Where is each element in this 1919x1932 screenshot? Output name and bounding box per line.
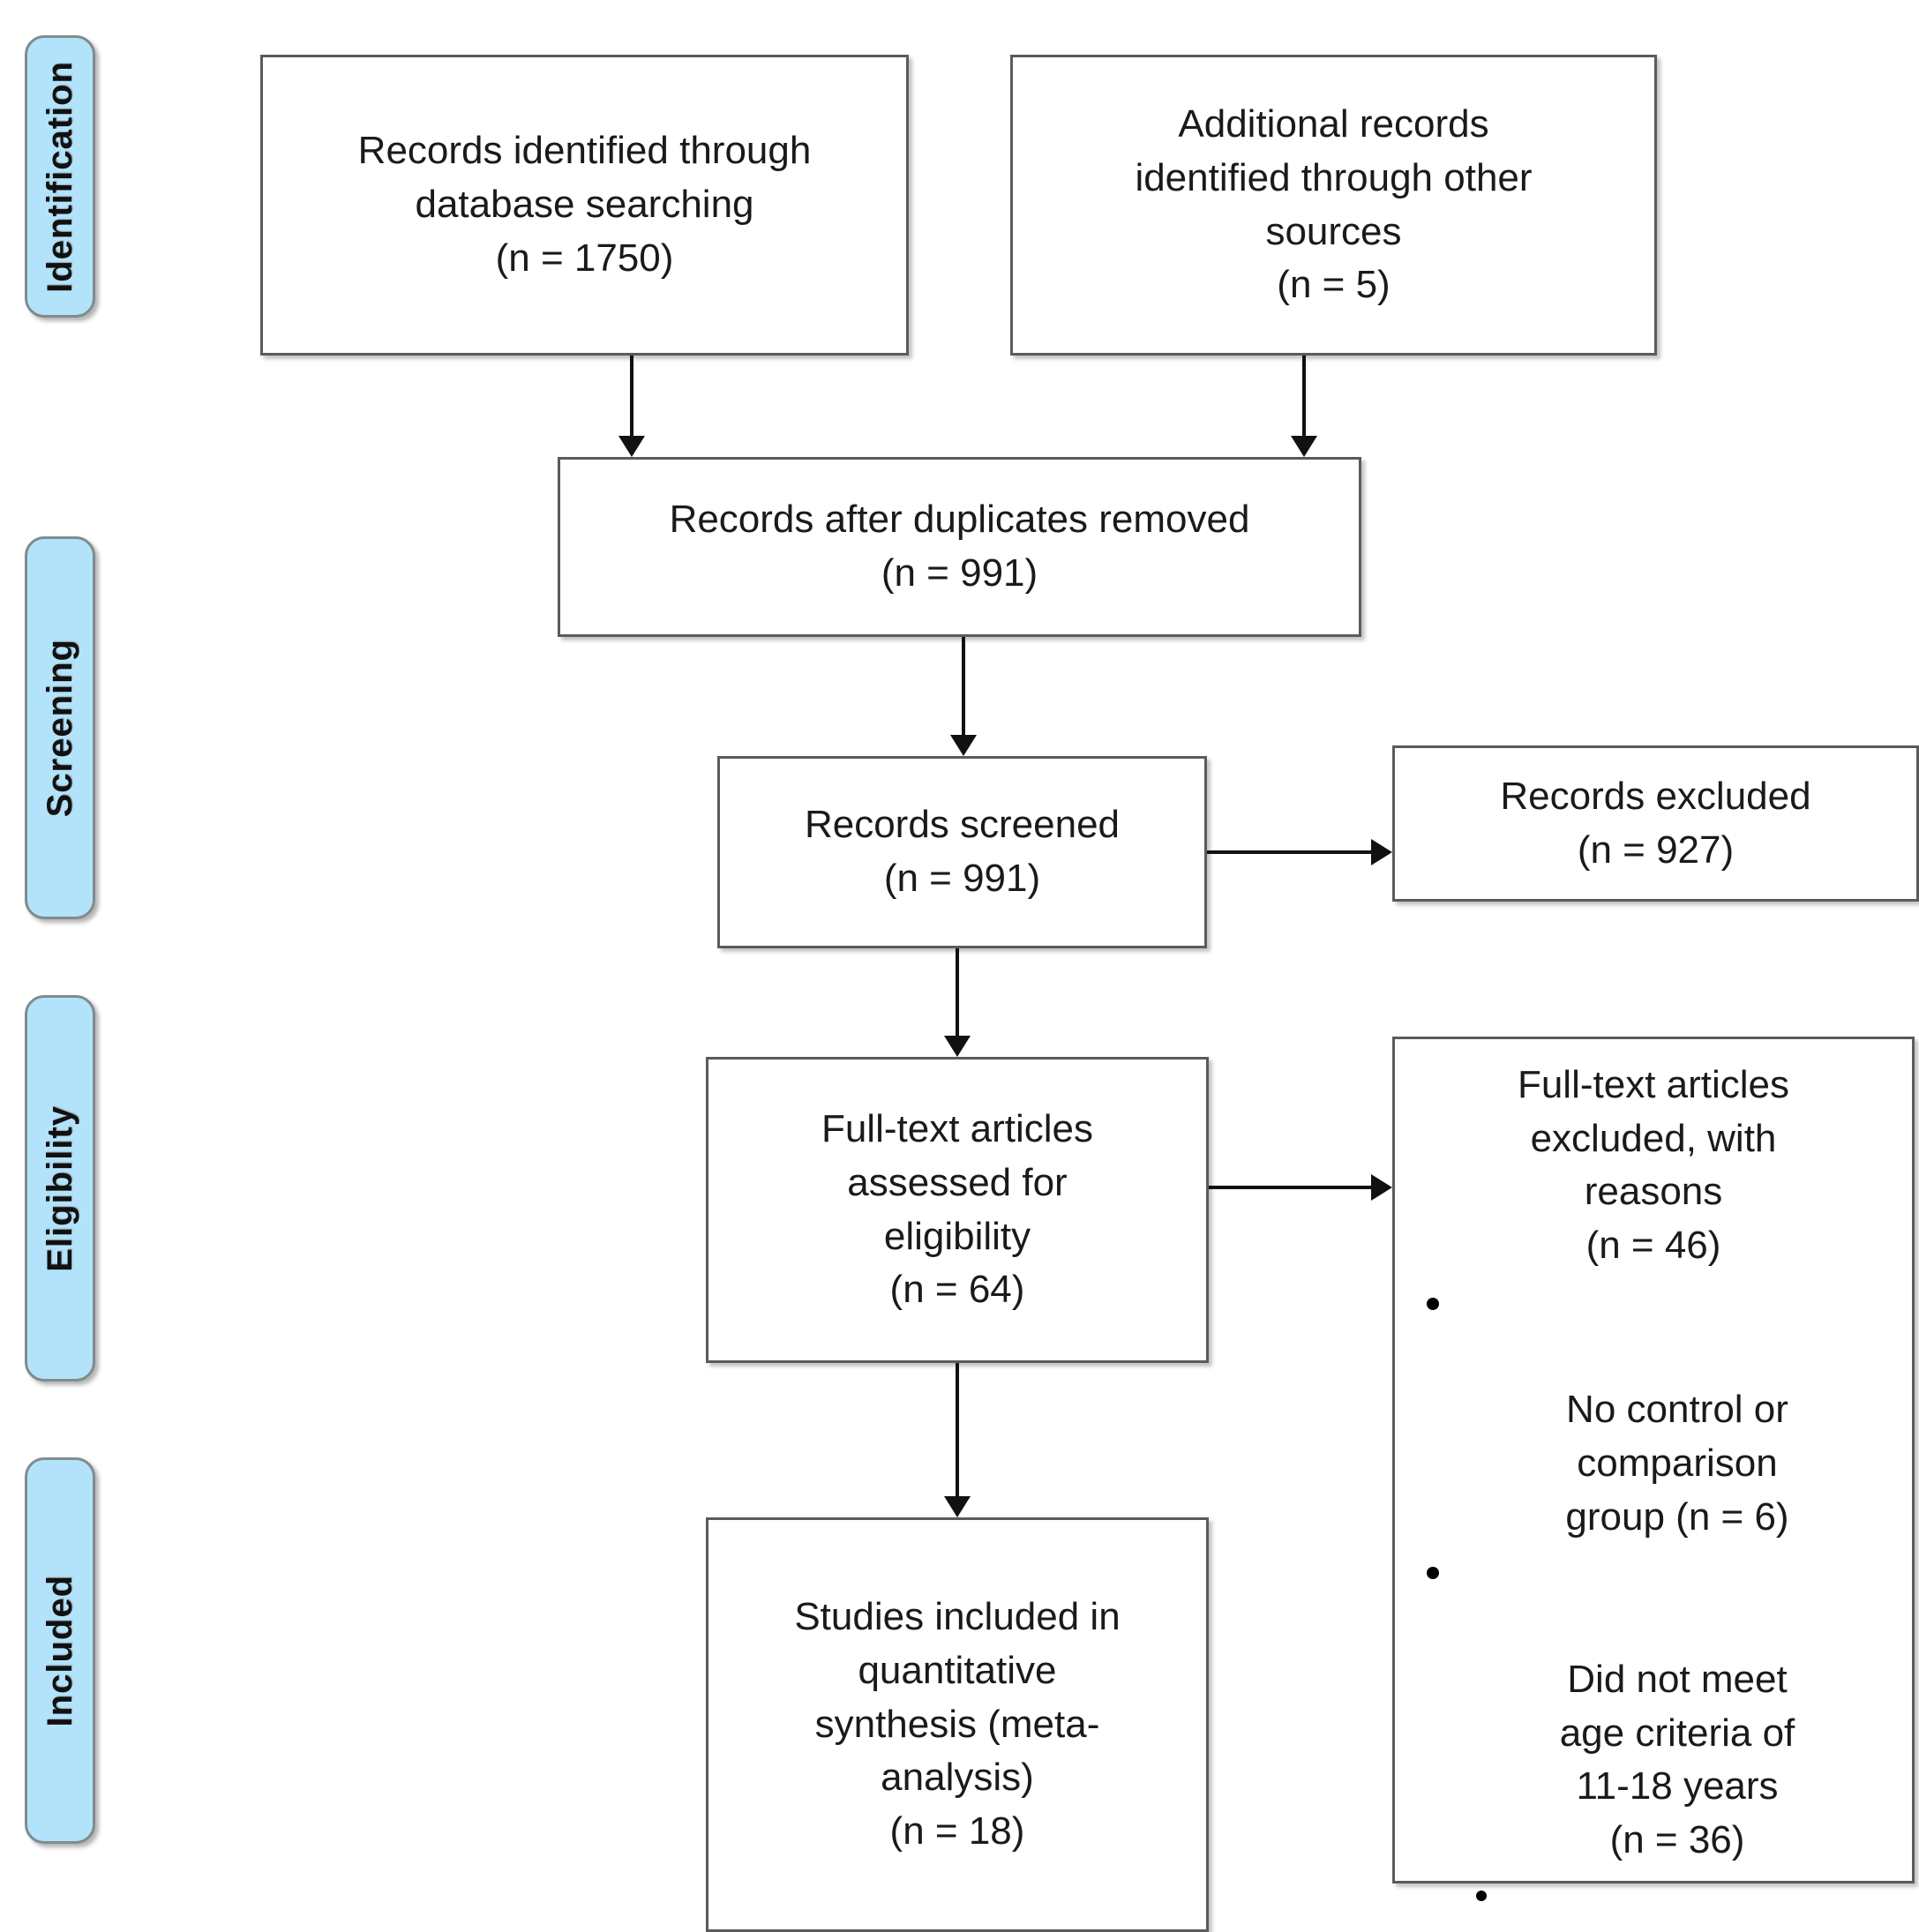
list-item: No CRF (n = 4)	[1404, 1869, 1903, 1932]
list-item: Did not meet age criteria of 11-18 years…	[1404, 1546, 1903, 1867]
list-item: No control or comparison group (n = 6)	[1404, 1277, 1903, 1545]
box-records-excluded: Records excluded (n = 927)	[1392, 745, 1919, 902]
box-fulltext-assessed-text: Full-text articles assessed for eligibil…	[821, 1107, 1094, 1312]
connector-screened-to-excluded-line	[1207, 850, 1373, 854]
box-duplicates-removed: Records after duplicates removed (n = 99…	[558, 457, 1361, 637]
box-duplicates-removed-text: Records after duplicates removed (n = 99…	[669, 498, 1250, 595]
connector-screened-to-fulltext-line	[956, 948, 959, 1037]
connector-fulltext-to-excluded-arrow	[1371, 1174, 1392, 1201]
reason-text: Did not meet age criteria of 11-18 years…	[1559, 1657, 1795, 1862]
connector-screened-to-fulltext-arrow	[944, 1036, 971, 1057]
bullet-icon	[1476, 1890, 1487, 1901]
connector-database-to-duplicates-line	[630, 356, 633, 437]
stage-label-eligibility: Eligibility	[40, 1105, 79, 1272]
box-fulltext-excluded: Full-text articles excluded, with reason…	[1392, 1037, 1915, 1901]
box-records-excluded-text: Records excluded (n = 927)	[1500, 774, 1811, 872]
connector-fulltext-to-included-line	[956, 1363, 959, 1497]
box-records-screened-text: Records screened (n = 991)	[804, 803, 1121, 900]
bullet-icon	[1427, 1567, 1439, 1580]
connector-other-to-duplicates-arrow	[1291, 436, 1317, 457]
box-fulltext-assessed: Full-text articles assessed for eligibil…	[706, 1057, 1209, 1363]
connector-fulltext-to-excluded-line	[1209, 1186, 1373, 1189]
box-database-records: Records identified through database sear…	[260, 55, 909, 356]
stage-tab-included: Included	[25, 1457, 95, 1844]
stage-label-included: Included	[40, 1574, 79, 1727]
box-fulltext-excluded-heading: Full-text articles excluded, with reason…	[1517, 1063, 1790, 1268]
box-studies-included: Studies included in quantitative synthes…	[706, 1517, 1209, 1932]
connector-fulltext-to-included-arrow	[944, 1496, 971, 1517]
exclusion-reasons-list: No control or comparison group (n = 6) D…	[1400, 1277, 1907, 1932]
connector-other-to-duplicates-line	[1302, 356, 1306, 437]
stage-label-screening: Screening	[40, 638, 79, 818]
reason-text: No control or comparison group (n = 6)	[1565, 1388, 1789, 1539]
box-studies-included-text: Studies included in quantitative synthes…	[794, 1595, 1121, 1853]
stage-label-identification: Identification	[40, 60, 79, 293]
stage-tab-eligibility: Eligibility	[25, 995, 95, 1382]
box-records-screened: Records screened (n = 991)	[717, 756, 1207, 948]
box-database-records-text: Records identified through database sear…	[357, 129, 812, 280]
box-other-records: Additional records identified through ot…	[1010, 55, 1657, 356]
connector-database-to-duplicates-arrow	[618, 436, 645, 457]
connector-duplicates-to-screened-line	[962, 637, 965, 736]
box-other-records-text: Additional records identified through ot…	[1135, 102, 1533, 307]
stage-tab-screening: Screening	[25, 536, 95, 919]
bullet-icon	[1427, 1297, 1439, 1310]
stage-tab-identification: Identification	[25, 35, 95, 318]
connector-duplicates-to-screened-arrow	[950, 735, 977, 756]
connector-screened-to-excluded-arrow	[1371, 839, 1392, 865]
